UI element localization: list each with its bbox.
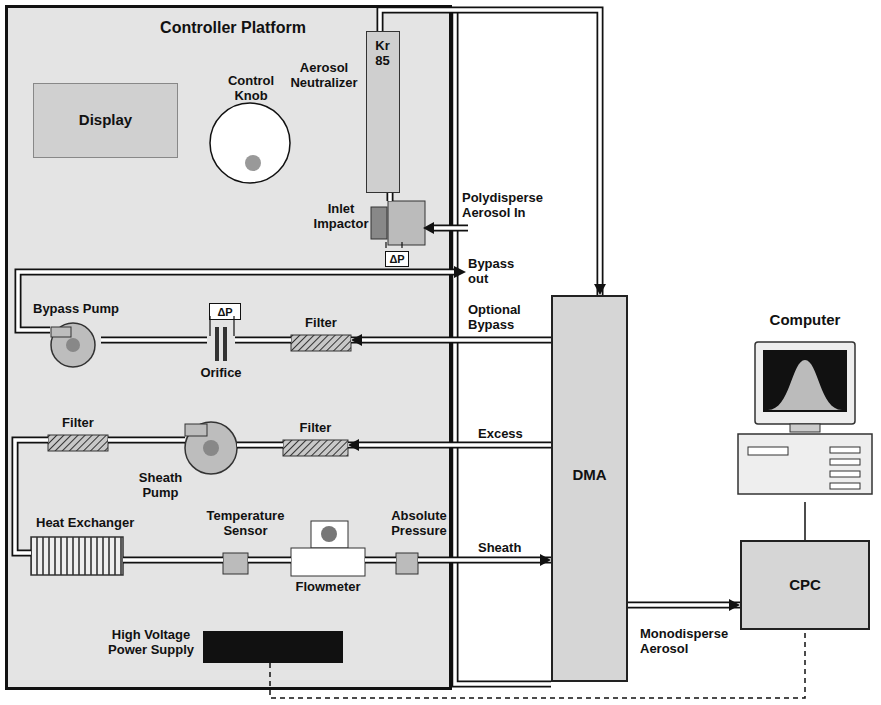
flow-label: Monodisperse Aerosol [640, 626, 730, 656]
filter: Filter [291, 315, 351, 355]
heat-exchanger: Heat Exchanger [28, 515, 168, 577]
flow-pipe [380, 10, 606, 295]
bypass-out-pipe [18, 266, 466, 330]
flow-pipe [108, 440, 185, 441]
node-label: CPC [742, 577, 868, 592]
neutralizer-tube: Kr 85Aerosol Neutralizer [366, 31, 400, 193]
pressure-sensor: Absolute Pressure [386, 508, 452, 576]
node-label: Temperature Sensor [198, 508, 293, 538]
flow-pipe [628, 599, 740, 611]
node-label: Computer [730, 312, 880, 327]
flow-pipe [351, 334, 551, 346]
node-label: Bypass Pump [33, 301, 148, 316]
filter: Filter [283, 420, 348, 460]
flow-pipe [237, 445, 283, 446]
flow-pipe [15, 440, 48, 553]
sheath-pump: Sheath Pump [133, 418, 243, 503]
node-label: High Voltage Power Supply [103, 627, 199, 657]
flow-label: Excess [478, 426, 538, 441]
node-label: Control Knob [220, 73, 282, 103]
node-label: Sheath Pump [133, 470, 188, 500]
node-label: ΔP [210, 305, 240, 320]
node-label: Inlet Impactor [313, 201, 369, 231]
cpc-counter: CPC [740, 540, 870, 630]
shape [730, 312, 880, 502]
flowmeter: Flowmeter [291, 521, 365, 595]
flow-pipe [248, 560, 291, 561]
node-label: Filter [48, 415, 108, 430]
bypass-pump: Bypass Pump [33, 301, 153, 371]
pressure-taps [210, 242, 402, 336]
flow-pipe [123, 560, 223, 561]
control-knob: Control Knob [203, 71, 298, 186]
computer: Computer [730, 312, 880, 502]
shape [371, 201, 425, 245]
node-label: Heat Exchanger [36, 515, 168, 530]
pressure-gauge: ΔP [385, 251, 409, 267]
flow-label: Optional Bypass [468, 302, 540, 332]
power-supply: High Voltage Power Supply [103, 625, 343, 669]
node-label: Flowmeter [291, 579, 365, 594]
dma-column: DMA [551, 295, 628, 682]
node-label: ΔP [386, 252, 408, 267]
flow-pipe [235, 340, 291, 341]
inlet-impactor: Inlet Impactor [371, 201, 425, 245]
inlet-pipe [423, 222, 468, 234]
node-label: DMA [553, 467, 626, 482]
flow-pipe [418, 554, 551, 566]
pressure-gauge: ΔP [209, 303, 241, 320]
node-label: Display [34, 112, 177, 127]
flow-label: Polydisperse Aerosol In [462, 190, 544, 220]
node-label: Orifice [193, 365, 249, 380]
flow-pipe [365, 560, 396, 561]
node-label: Kr 85 [367, 38, 398, 68]
node-label: Controller Platform [128, 20, 338, 35]
signal-line [805, 502, 806, 540]
side-pipe [455, 10, 551, 684]
filter: Filter [48, 415, 108, 455]
flow-label: Bypass out [468, 256, 520, 286]
platform-housing: Controller PlatformDisplay Control Knob Kr… [5, 5, 452, 690]
node-caption: Aerosol Neutralizer [285, 60, 363, 90]
flow-pipe [390, 193, 391, 201]
node-label: Filter [283, 420, 348, 435]
flow-pipe [101, 340, 207, 341]
temperature-sensor: Temperature Sensor [198, 508, 293, 576]
node-label: Absolute Pressure [386, 508, 452, 538]
display-panel: Display [33, 83, 178, 158]
orifice: Orifice [193, 325, 249, 383]
node-label: Filter [291, 315, 351, 330]
flow-label: Sheath [478, 540, 538, 555]
